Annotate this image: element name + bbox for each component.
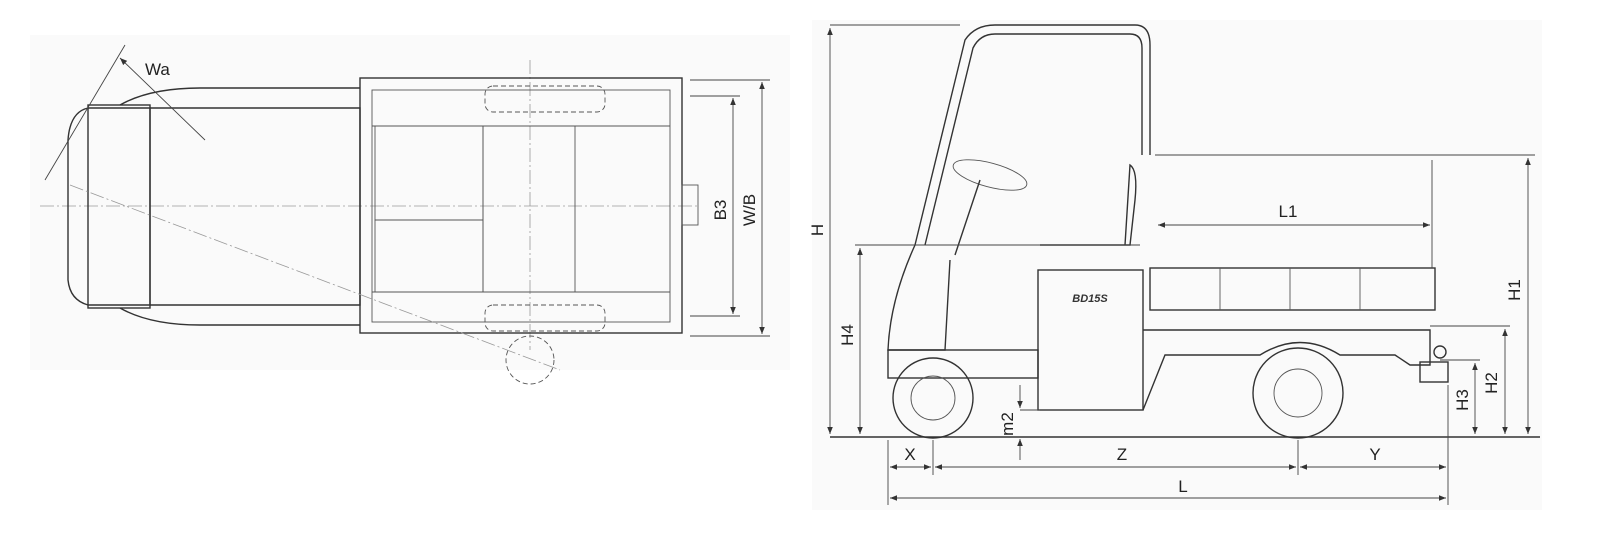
h1-label: H1 [1505, 279, 1524, 301]
h3-label: H3 [1453, 389, 1472, 411]
side-view: BD15S H H4 H1 H2 H3 m2 [808, 24, 1540, 505]
side-view-background [812, 20, 1542, 510]
l1-label: L1 [1279, 202, 1298, 221]
z-label: Z [1117, 445, 1127, 464]
wb-label: W/B [740, 194, 759, 226]
x-label: X [904, 445, 915, 464]
top-view-background [30, 35, 790, 370]
rear-wheel [1252, 347, 1344, 439]
b3-label: B3 [711, 200, 730, 221]
model-badge: BD15S [1072, 293, 1108, 305]
m2-label: m2 [998, 412, 1017, 436]
y-label: Y [1369, 445, 1380, 464]
top-view: Wa B3 W/B [40, 44, 770, 385]
front-wheel [892, 357, 974, 439]
wa-label: Wa [145, 60, 170, 79]
h2-label: H2 [1482, 372, 1501, 394]
h4-label: H4 [838, 324, 857, 346]
h-label: H [808, 224, 827, 236]
l-label: L [1178, 477, 1187, 496]
